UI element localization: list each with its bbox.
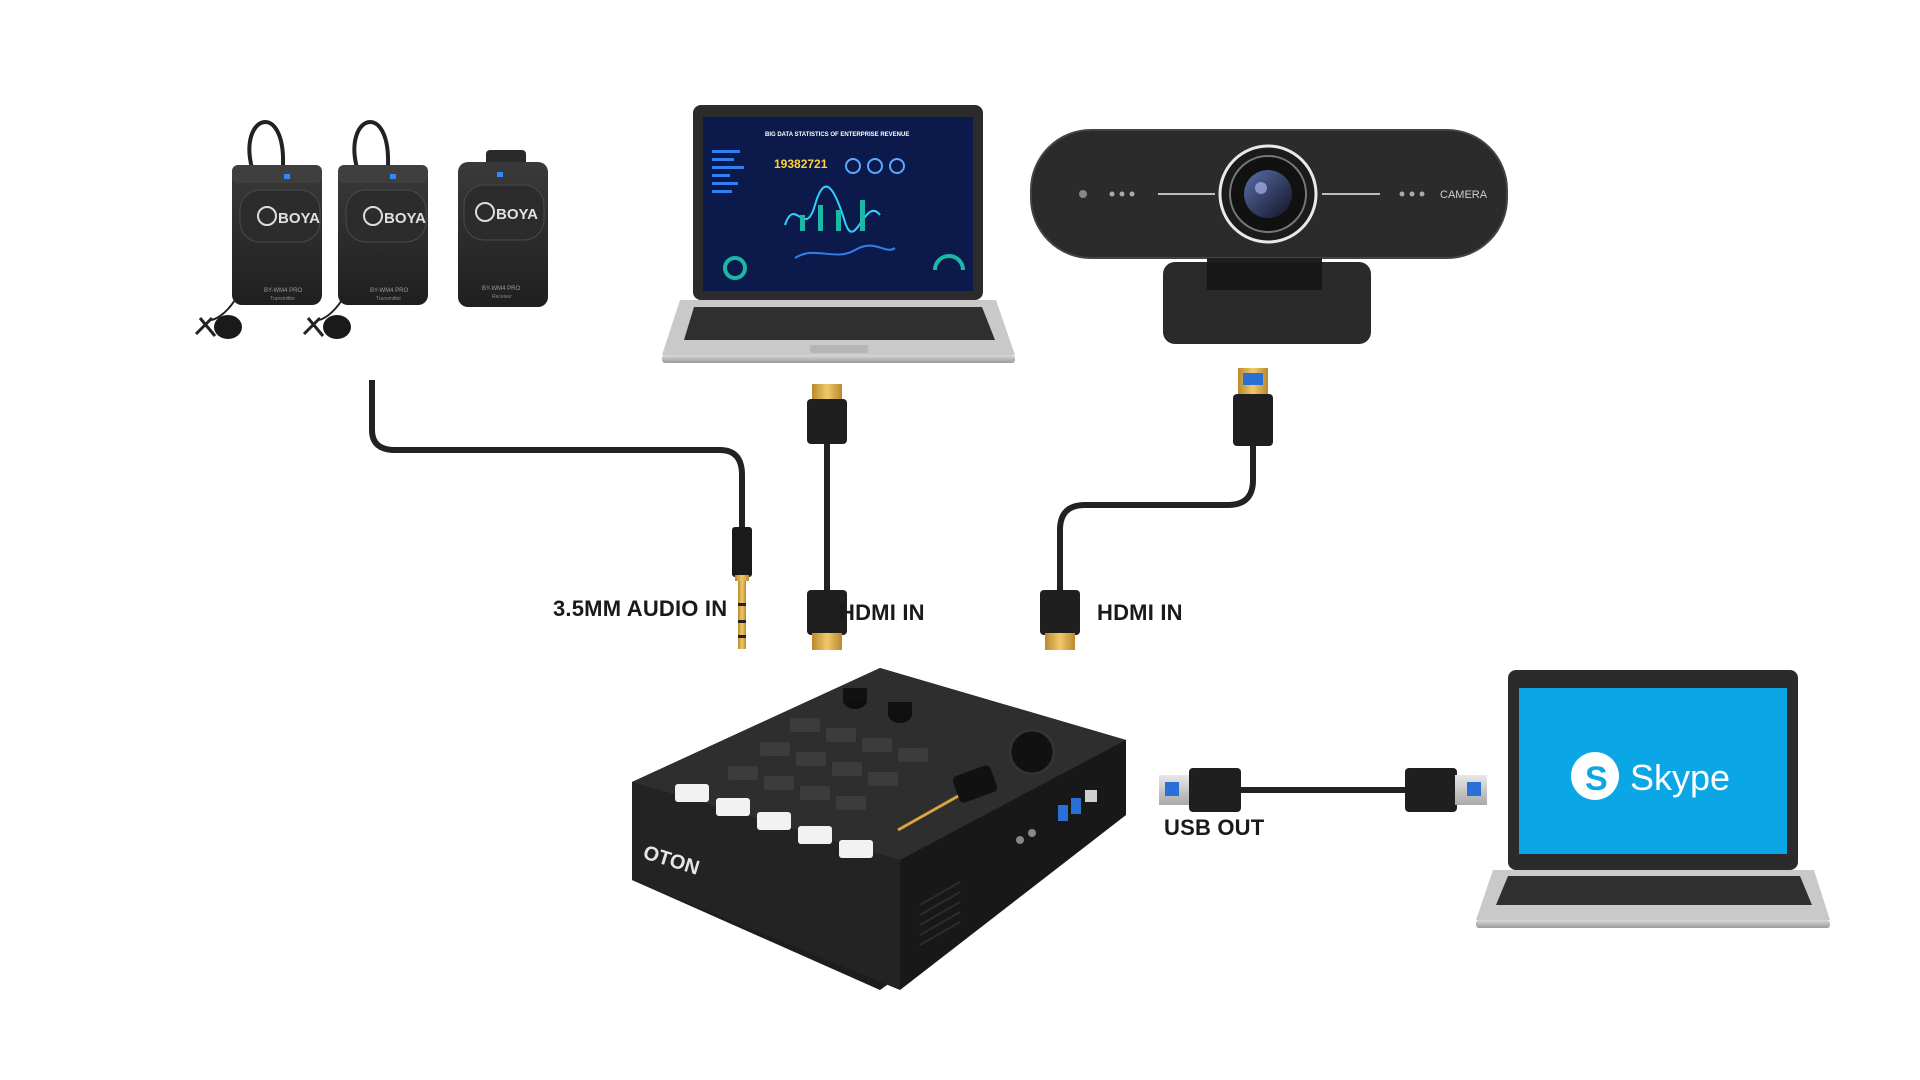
audio-in-label: 3.5MM AUDIO IN bbox=[553, 596, 728, 621]
audio-cable bbox=[369, 380, 752, 649]
switcher-white-keys bbox=[675, 784, 873, 858]
video-switcher: OTON bbox=[632, 668, 1126, 990]
mic-receiver: BOYA BY-WM4 PRO Receiver bbox=[458, 150, 548, 307]
mic-transmitter-1: BOYA BY-WM4 PRO Transmitter bbox=[194, 120, 322, 339]
laptop-output: S Skype bbox=[1476, 670, 1830, 928]
switcher-ports bbox=[1016, 790, 1097, 844]
usb-to-hdmi-cable-webcam bbox=[1040, 368, 1273, 650]
receiver-model: BY-WM4 PRO bbox=[482, 286, 520, 292]
skype-logo-icon: S bbox=[1571, 752, 1619, 800]
switcher-knobs bbox=[843, 688, 1056, 776]
skype-label: Skype bbox=[1630, 757, 1730, 798]
hdmi-in-label-1: HDMI IN bbox=[839, 600, 925, 625]
receiver-sub: Receiver bbox=[492, 294, 512, 300]
skype-screen bbox=[1519, 688, 1787, 854]
switcher-tbar bbox=[897, 765, 998, 832]
mic-brand-2: BOYA bbox=[384, 210, 426, 227]
dashboard-title: BIG DATA STATISTICS OF ENTERPRISE REVENU… bbox=[765, 132, 909, 138]
mic-model-1: BY-WM4 PRO bbox=[264, 288, 302, 294]
hdmi-cable-laptop bbox=[807, 384, 847, 650]
switcher-vent bbox=[919, 881, 961, 946]
camera-label: CAMERA bbox=[1440, 189, 1488, 201]
dashboard-value: 19382721 bbox=[774, 157, 828, 171]
svg-text:S: S bbox=[1585, 760, 1608, 798]
wireless-mic-kit: BOYA BY-WM4 PRO Transmitter BOYA BY-WM4 … bbox=[194, 120, 548, 339]
hdmi-in-label-2: HDMI IN bbox=[1097, 600, 1183, 625]
webcam: CAMERA bbox=[1030, 129, 1508, 344]
switcher-keys bbox=[728, 718, 928, 810]
webcam-lens bbox=[1218, 144, 1318, 244]
usb-out-label: USB OUT bbox=[1164, 815, 1265, 840]
mic-brand-1: BOYA bbox=[278, 210, 320, 227]
mic-brand-3: BOYA bbox=[496, 206, 538, 223]
mic-model-2: BY-WM4 PRO bbox=[370, 288, 408, 294]
laptop-source: BIG DATA STATISTICS OF ENTERPRISE REVENU… bbox=[662, 105, 1015, 363]
usb-out-cable bbox=[1159, 768, 1487, 812]
dashboard-bars bbox=[712, 150, 744, 193]
mic-sub-1: Transmitter bbox=[270, 296, 295, 302]
mic-sub-2: Transmitter bbox=[376, 296, 401, 302]
mic-transmitter-2: BOYA BY-WM4 PRO Transmitter bbox=[302, 120, 428, 339]
dashboard-gauges bbox=[845, 158, 905, 174]
